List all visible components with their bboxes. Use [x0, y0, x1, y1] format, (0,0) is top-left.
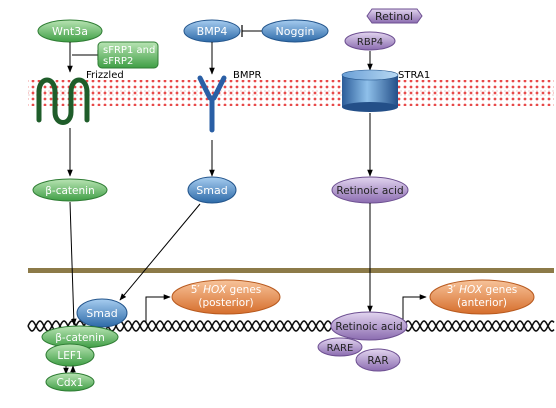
ra-nuclear-node: [330, 311, 408, 341]
lef1-label: LEF1: [57, 350, 82, 362]
nucleus-left: 5′ HOX genes (posterior) Smad β-catenin …: [41, 279, 281, 392]
noggin-node: [261, 19, 329, 43]
nuclear-membrane: [28, 268, 554, 273]
rar-node: [355, 348, 401, 372]
retinoid-pathway: Retinol RBP4 STRA1 Retinoic acid: [331, 8, 430, 313]
lef1-node: [45, 343, 95, 367]
bmp-pathway: BMP4 Noggin BMPR Smad: [119, 19, 329, 301]
wnt3a-label: Wnt3a: [52, 25, 88, 38]
smad-cyto-label: Smad: [196, 184, 227, 197]
bcatenin-cyto-node: [32, 178, 108, 202]
hox5-sublabel: (posterior): [198, 297, 253, 309]
rar-label: RAR: [367, 355, 388, 367]
ra-to-hox3-arrow: [402, 294, 427, 323]
frizzled-receptor: [36, 77, 90, 125]
smad-cyto-node: [187, 176, 237, 204]
ra-nuclear-label: Retinoic acid: [335, 321, 402, 333]
sfrp-node: [97, 41, 159, 69]
rare-node: [317, 337, 363, 357]
ra-cyto-label: Retinoic acid: [336, 185, 403, 197]
frizzled-label: Frizzled: [86, 70, 124, 81]
stra1-label: STRA1: [398, 70, 430, 81]
dna-helix: [27, 320, 555, 332]
bcatenin-cyto-label: β-catenin: [45, 185, 95, 197]
nucleus-right: 3′ HOX genes (anterior) Retinoic acid RA…: [317, 279, 535, 372]
smad-to-hox5-arrow: [145, 294, 171, 322]
bmpr-label: BMPR: [233, 70, 262, 81]
smad-nuclear-label: Smad: [86, 307, 117, 320]
cell-membrane: [28, 80, 554, 106]
hox5-node: [171, 279, 281, 315]
rbp4-node: [344, 31, 396, 51]
noggin-label: Noggin: [276, 25, 315, 38]
smad-nuclear-node: [76, 298, 128, 328]
retinol-node: [366, 8, 423, 24]
bmp4-label: BMP4: [197, 25, 228, 38]
smad-to-nucleus-arrow: [119, 203, 201, 301]
cdx1-label: Cdx1: [57, 377, 84, 389]
wnt-pathway: Wnt3a sFRP1 and sFRP2 Frizzled β-catenin: [32, 19, 159, 326]
hox3-label: 3′ HOX genes: [447, 284, 518, 296]
hox3-node: [429, 279, 535, 315]
hox3-sublabel: (anterior): [457, 297, 507, 309]
sfrp-label-line2: sFRP2: [103, 56, 133, 67]
stra1-receptor: [341, 69, 399, 112]
rbp4-label: RBP4: [357, 37, 383, 48]
bcatenin-nuclear-label: β-catenin: [55, 332, 105, 344]
rare-label: RARE: [327, 343, 354, 354]
bmpr-receptor: [197, 75, 227, 133]
hox5-label: 5′ HOX genes: [191, 284, 262, 296]
cdx1-node: [45, 372, 95, 392]
sfrp-label-line1: sFRP1 and: [103, 45, 155, 56]
bcatenin-to-nucleus-arrow: [69, 201, 77, 326]
retinol-label: Retinol: [375, 10, 413, 23]
